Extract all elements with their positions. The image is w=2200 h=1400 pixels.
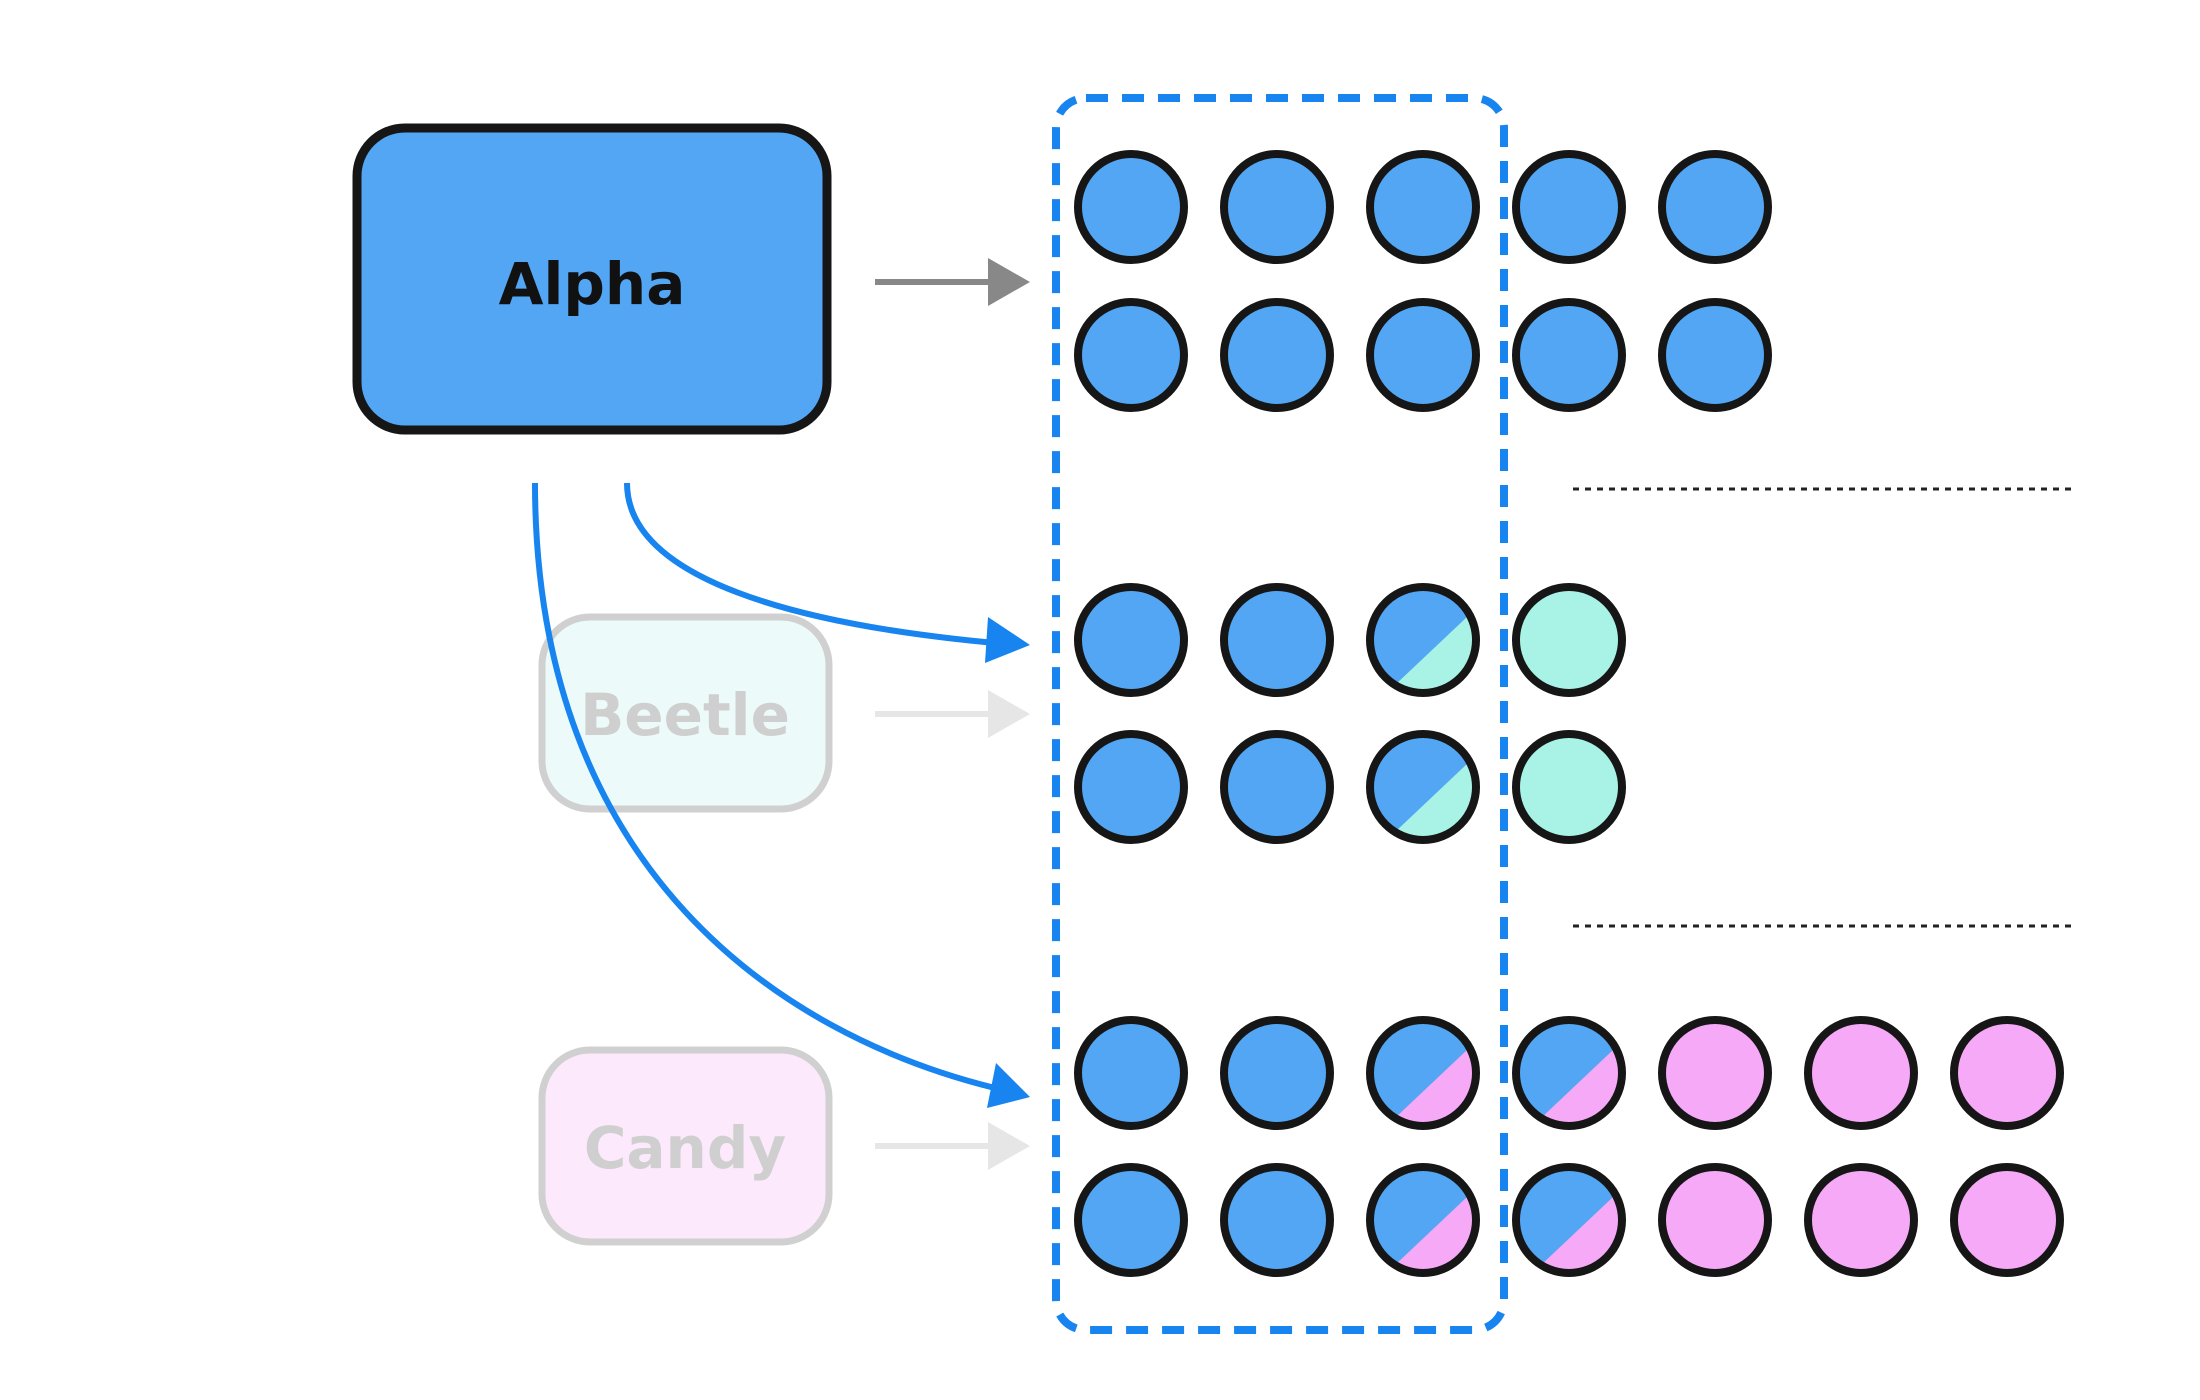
token-alpha	[1074, 150, 1188, 264]
beetle-label: Beetle	[580, 681, 790, 749]
token-alpha	[1074, 1016, 1188, 1130]
alpha-to-beetle-group-curve	[624, 482, 1030, 663]
beetle-node[interactable]: Beetle	[538, 613, 833, 813]
alpha-to-group-arrow	[875, 258, 1030, 306]
token-grid	[1074, 150, 2064, 1277]
token-alpha	[1220, 298, 1334, 412]
beetle-group	[1074, 583, 1626, 844]
token-candy	[1950, 1016, 2064, 1130]
token-alpha	[1366, 298, 1480, 412]
token-alpha	[1074, 1163, 1188, 1277]
token-alpha	[1658, 150, 1772, 264]
token-alpha-beetle	[1366, 583, 1480, 697]
token-alpha-candy	[1366, 1016, 1480, 1130]
token-candy	[1804, 1163, 1918, 1277]
alpha-node[interactable]: Alpha	[352, 123, 832, 435]
beetle-to-group-arrow	[875, 690, 1030, 738]
token-alpha	[1220, 1016, 1334, 1130]
candy-node[interactable]: Candy	[538, 1046, 833, 1246]
token-alpha	[1220, 730, 1334, 844]
token-alpha	[1220, 1163, 1334, 1277]
token-candy	[1950, 1163, 2064, 1277]
alpha-label: Alpha	[499, 250, 686, 318]
candy-label: Candy	[584, 1114, 786, 1182]
token-candy	[1804, 1016, 1918, 1130]
token-alpha	[1220, 583, 1334, 697]
alpha-to-candy-group-curve	[532, 482, 1030, 1108]
token-candy	[1658, 1016, 1772, 1130]
token-alpha	[1074, 730, 1188, 844]
token-alpha	[1366, 150, 1480, 264]
selection-box[interactable]	[1052, 94, 1508, 1334]
alpha-group	[1074, 150, 1772, 412]
token-beetle	[1512, 583, 1626, 697]
token-beetle	[1512, 730, 1626, 844]
token-alpha	[1074, 298, 1188, 412]
token-alpha-candy	[1512, 1016, 1626, 1130]
token-alpha	[1658, 298, 1772, 412]
token-alpha	[1074, 583, 1188, 697]
token-alpha	[1220, 150, 1334, 264]
token-alpha	[1512, 150, 1626, 264]
token-alpha	[1512, 298, 1626, 412]
candy-to-group-arrow	[875, 1122, 1030, 1170]
token-candy	[1658, 1163, 1772, 1277]
token-alpha-candy	[1512, 1163, 1626, 1277]
token-alpha-candy	[1366, 1163, 1480, 1277]
candy-group	[1074, 1016, 2064, 1277]
token-alpha-beetle	[1366, 730, 1480, 844]
